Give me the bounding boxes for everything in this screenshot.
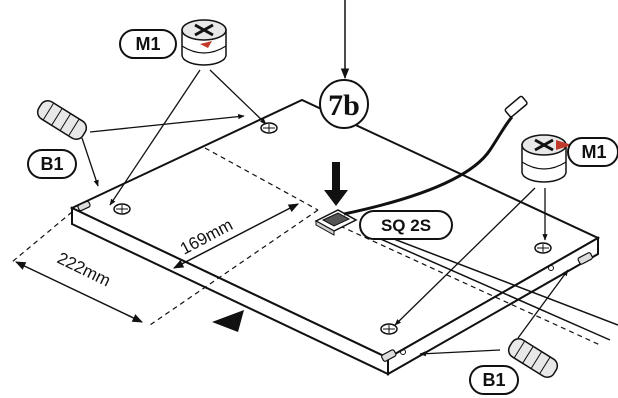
wire-rod-bottom xyxy=(359,229,611,341)
board-panel xyxy=(69,98,601,376)
dimension-arrow-222 xyxy=(15,261,143,323)
switch-cable xyxy=(343,116,514,216)
dowel-label-right: B1 xyxy=(482,370,505,390)
step-label: 7b xyxy=(328,89,360,122)
dowel-label-box-right xyxy=(469,365,519,395)
cam-hole-back-left xyxy=(260,122,278,134)
dowel-pin-front-edge xyxy=(381,349,397,362)
dimension-arrow-169 xyxy=(173,203,299,269)
cam-lock-label-right: M1 xyxy=(581,142,606,162)
dowel-bottom-right xyxy=(507,338,559,378)
cam-lock-pointer-right-2 xyxy=(394,187,536,326)
cam-lock-top xyxy=(181,19,227,66)
dowel-pointer-right-1 xyxy=(419,349,501,357)
edge-direction-arrow xyxy=(212,310,244,332)
dowel-hole-side-2 xyxy=(400,349,406,355)
wire-rod-top xyxy=(359,225,618,326)
dowel-pointer-right-2 xyxy=(517,269,569,339)
cam-hole-front-right xyxy=(380,323,398,335)
dowel-pin-right-edge xyxy=(577,252,593,265)
switch-component xyxy=(314,209,358,236)
dowel-pin-left xyxy=(77,200,91,212)
dowel-pointer-left-1 xyxy=(81,137,99,187)
dowel-hole-side-1 xyxy=(548,265,554,271)
cable-plug xyxy=(504,95,528,118)
cam-lock-label-box-right xyxy=(567,137,618,167)
cam-lock-label-top: M1 xyxy=(135,34,160,54)
dowel-pointer-left-2 xyxy=(89,114,245,133)
switch-label: SQ 2S xyxy=(381,216,431,235)
cam-hole-front-left xyxy=(113,203,131,215)
switch-press-arrow xyxy=(324,162,348,206)
dowel-label-box-left xyxy=(27,149,77,179)
board-side-edge xyxy=(387,236,599,376)
cam-lock-right xyxy=(521,134,572,183)
cam-hole-right xyxy=(534,242,552,254)
cam-lock-pointer-top-2 xyxy=(209,69,267,125)
dowel-label-left: B1 xyxy=(40,154,63,174)
cam-lock-pointer-top-1 xyxy=(109,69,201,206)
cam-lock-label-box-top xyxy=(119,29,177,59)
dowel-top-left xyxy=(36,100,88,140)
step-badge xyxy=(319,79,369,129)
switch-label-box xyxy=(359,210,453,240)
